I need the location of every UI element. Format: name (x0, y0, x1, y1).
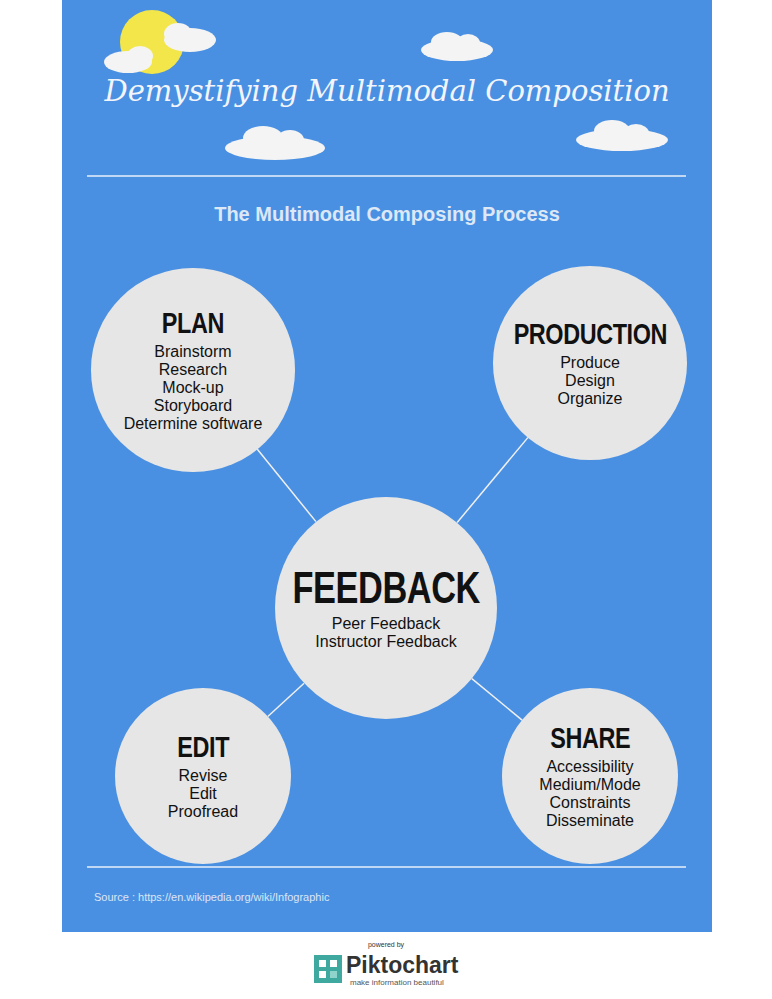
stage-item: Storyboard (154, 397, 232, 415)
stage-item: Accessibility (546, 758, 633, 776)
stage-item: Disseminate (546, 812, 634, 830)
stage-item: Instructor Feedback (315, 633, 456, 651)
brand-name: Piktochart (346, 952, 458, 979)
stage-item: Organize (558, 390, 623, 408)
stage-heading: PRODUCTION (513, 318, 666, 350)
stage-item: Edit (189, 785, 217, 803)
credit-text: powered by (0, 941, 772, 948)
stage-item: Design (565, 372, 615, 390)
stage-item: Determine software (124, 415, 263, 433)
stage-item: Produce (560, 354, 620, 372)
stage-circle: SHARE AccessibilityMedium/ModeConstraints… (502, 688, 678, 864)
title: Demystifying Multimodal Composition (62, 74, 712, 108)
stage-item: Peer Feedback (332, 615, 441, 633)
stage-item: Mock-up (162, 379, 223, 397)
subtitle: The Multimodal Composing Process (62, 203, 712, 226)
stage-heading: EDIT (177, 731, 229, 763)
connector (457, 437, 528, 522)
stage-heading: FEEDBACK (292, 565, 480, 611)
stage-item: Medium/Mode (539, 776, 640, 794)
stage-circle: EDIT ReviseEditProofread (115, 688, 291, 864)
brand-tagline: make information beautiful (350, 978, 444, 987)
caption: Source : https://en.wikipedia.org/wiki/I… (94, 891, 329, 903)
stage-circle: PLAN BrainstormResearchMock-upStoryboardD… (91, 268, 294, 471)
stage-heading: SHARE (550, 722, 630, 754)
stage-item: Research (159, 361, 227, 379)
stage-circle: FEEDBACK Peer FeedbackInstructor Feedback (275, 497, 497, 719)
connector (268, 683, 304, 716)
stage-item: Brainstorm (154, 343, 231, 361)
stage-heading: PLAN (162, 307, 224, 339)
stage-item: Proofread (168, 803, 238, 821)
stage-item: Revise (179, 767, 228, 785)
connector (472, 679, 522, 720)
stage-circle: PRODUCTION ProduceDesignOrganize (493, 266, 687, 460)
connector (257, 449, 316, 522)
stage-item: Constraints (550, 794, 631, 812)
